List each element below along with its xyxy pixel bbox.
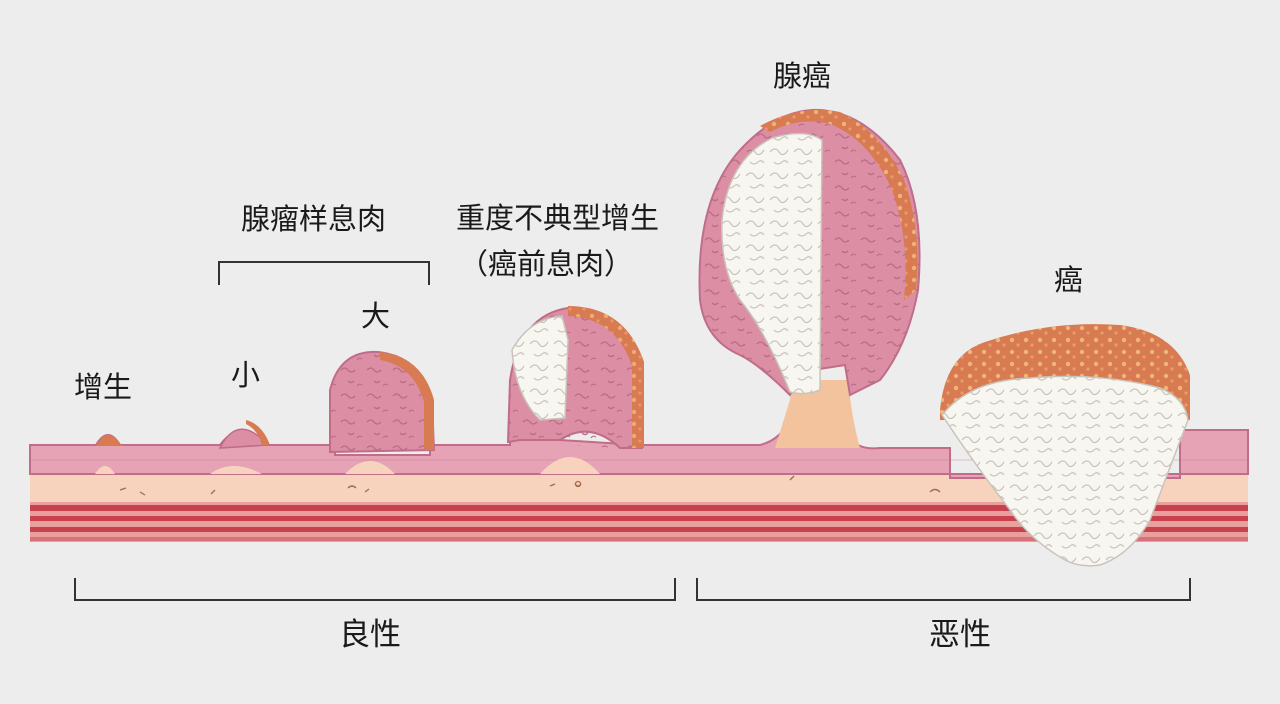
label-small: 小 (231, 358, 261, 392)
label-large: 大 (361, 299, 391, 333)
label-adenomatous-polyp: 腺瘤样息肉 (241, 202, 387, 236)
hyperplasia-bump (96, 435, 122, 446)
label-cancer: 癌 (1054, 263, 1084, 297)
malignant-bracket (696, 578, 1191, 601)
small-polyp (218, 420, 270, 449)
label-hyperplasia: 增生 (74, 370, 133, 404)
adenocarcinoma-polyp (698, 108, 921, 448)
submucosa-bumps (95, 457, 600, 474)
invasive-cancer (940, 324, 1190, 567)
polyp-size-bracket (218, 261, 430, 285)
large-polyp (329, 350, 436, 454)
label-severe-dysplasia: 重度不典型增生 (456, 201, 660, 235)
label-malignant: 恶性 (929, 617, 991, 653)
submucosa-marks (119, 475, 941, 496)
label-benign: 良性 (339, 617, 401, 653)
dysplasia-polyp (506, 306, 644, 449)
benign-bracket (74, 578, 676, 601)
label-precancerous-polyp: （癌前息肉） (459, 247, 634, 281)
label-adenocarcinoma: 腺癌 (773, 59, 832, 93)
